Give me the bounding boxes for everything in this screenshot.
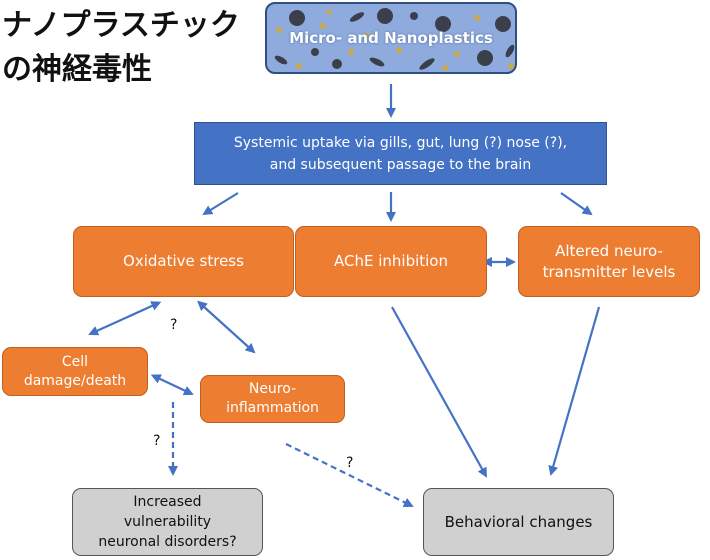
arrow-altered-to-behavioral: [548, 306, 601, 476]
page-title: ナノプラスチック の神経毒性: [2, 4, 240, 92]
neuronal-vulnerability-box: Increased vulnerability neuronal disorde…: [72, 488, 263, 556]
behavioral-changes-box: Behavioral changes: [423, 488, 614, 556]
uncertain-link-mark: ?: [170, 317, 178, 333]
arrow-ache-to-behavioral: [391, 306, 487, 478]
oxidative-stress-box: Oxidative stress: [73, 226, 294, 297]
uncertain-link-mark: ?: [346, 455, 354, 471]
title-line-2: の神経毒性: [2, 52, 152, 87]
arrow-oxidative-neuro: [197, 300, 256, 354]
altered-neurotransmitter-box: Altered neuro- transmitter levels: [518, 226, 700, 297]
ache-inhibition-box: AChE inhibition: [295, 226, 487, 297]
micro-nanoplastics-box: Micro- and Nanoplastics: [265, 2, 517, 74]
arrow-uptake-to-oxidative: [202, 192, 239, 216]
plastics-label: Micro- and Nanoplastics: [289, 28, 493, 47]
neuroinflammation-box: Neuro- inflammation: [200, 375, 345, 423]
arrow-oxidative-cell: [88, 301, 162, 336]
uncertain-link-mark: ?: [153, 433, 161, 449]
systemic-uptake-box: Systemic uptake via gills, gut, lung (?)…: [194, 122, 607, 185]
plastic-particles-illustration: [274, 8, 515, 71]
arrow-uptake-to-altered: [560, 192, 593, 216]
arrow-cell-neuro: [150, 374, 194, 396]
title-line-1: ナノプラスチック: [2, 8, 240, 43]
arrow-neuro-to-behavioral: [285, 443, 414, 507]
cell-damage-box: Cell damage/death: [2, 347, 148, 396]
